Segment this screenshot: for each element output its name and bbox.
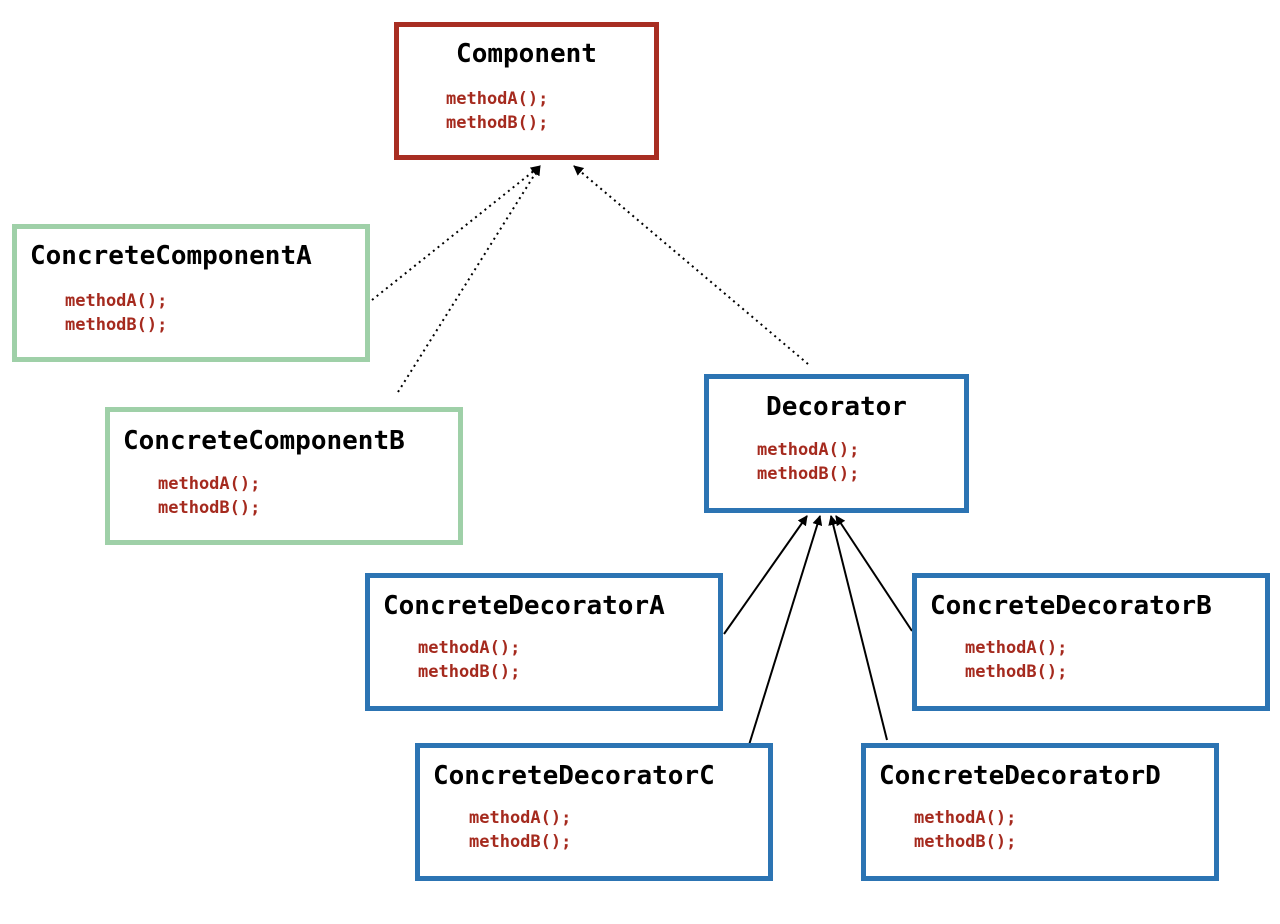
edge-concrete-decorator-a-to-decorator [723,515,808,635]
concrete-component-a-methods: methodA(); methodB(); [65,289,167,337]
method-a: methodA(); [418,638,521,658]
component-methods: methodA(); methodB(); [446,87,548,135]
concrete-decorator-b-name: ConcreteDecoratorB [930,591,1212,621]
method-a: methodA(); [914,808,1017,828]
concrete-decorator-d-name: ConcreteDecoratorD [879,761,1161,791]
edge-concrete-component-a-to-component [371,165,541,301]
decorator-box: Decorator methodA(); methodB(); [704,374,969,513]
method-b: methodB(); [965,662,1068,682]
edge-concrete-component-b-to-component [397,165,541,393]
edge-concrete-decorator-d-to-decorator [828,515,888,741]
method-b: methodB(); [65,315,168,335]
method-b: methodB(); [914,832,1017,852]
method-b: methodB(); [469,832,572,852]
concrete-decorator-c-name: ConcreteDecoratorC [433,761,715,791]
decorator-name: Decorator [766,392,907,422]
concrete-decorator-a-name: ConcreteDecoratorA [383,591,665,621]
component-name: Component [456,39,597,69]
concrete-component-b-name: ConcreteComponentB [123,426,405,456]
method-a: methodA(); [158,474,261,494]
concrete-component-b-methods: methodA(); methodB(); [158,472,260,520]
method-b: methodB(); [158,498,261,518]
concrete-component-a-box: ConcreteComponentA methodA(); methodB(); [12,224,370,362]
concrete-component-b-box: ConcreteComponentB methodA(); methodB(); [105,407,463,545]
decorator-methods: methodA(); methodB(); [757,438,859,486]
concrete-decorator-a-box: ConcreteDecoratorA methodA(); methodB(); [365,573,723,711]
method-a: methodA(); [446,89,549,109]
concrete-decorator-d-box: ConcreteDecoratorD methodA(); methodB(); [861,743,1219,881]
concrete-decorator-b-methods: methodA(); methodB(); [965,636,1067,684]
concrete-component-a-name: ConcreteComponentA [30,241,312,271]
concrete-decorator-c-methods: methodA(); methodB(); [469,806,571,854]
method-b: methodB(); [418,662,521,682]
edge-concrete-decorator-b-to-decorator [835,515,913,632]
method-a: methodA(); [757,440,860,460]
component-box: Component methodA(); methodB(); [394,22,659,160]
method-b: methodB(); [757,464,860,484]
concrete-decorator-a-methods: methodA(); methodB(); [418,636,520,684]
method-b: methodB(); [446,113,549,133]
edge-concrete-decorator-c-to-decorator [748,515,823,746]
method-a: methodA(); [469,808,572,828]
edge-decorator-to-component [573,165,809,365]
concrete-decorator-b-box: ConcreteDecoratorB methodA(); methodB(); [912,573,1270,711]
concrete-decorator-c-box: ConcreteDecoratorC methodA(); methodB(); [415,743,773,881]
method-a: methodA(); [965,638,1068,658]
concrete-decorator-d-methods: methodA(); methodB(); [914,806,1016,854]
method-a: methodA(); [65,291,168,311]
